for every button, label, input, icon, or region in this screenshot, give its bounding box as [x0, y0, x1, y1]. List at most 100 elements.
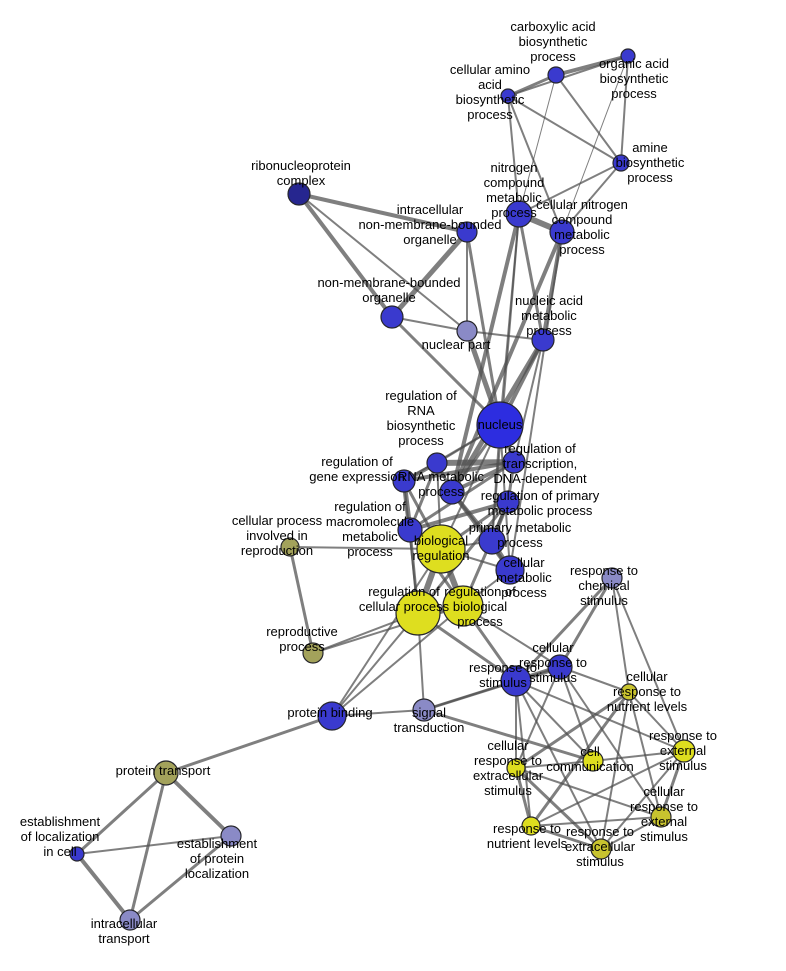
edge-cell_resp_nutrient--resp_nutrient	[529, 690, 631, 828]
edge-resp_extracell--cell_resp_external	[600, 816, 662, 850]
node-resp_external[interactable]	[672, 739, 696, 763]
node-cell_proc_repro[interactable]	[280, 537, 300, 557]
node-resp_stimulus[interactable]	[500, 665, 532, 697]
edge-resp_chemical--resp_external	[611, 577, 685, 752]
edge-ribonucleo--intra_nmb	[297, 192, 469, 234]
node-nmb_organelle[interactable]	[380, 305, 404, 329]
node-protein_binding[interactable]	[317, 701, 347, 731]
edge-protein_transport--est_protein_local	[164, 771, 233, 838]
node-cell_resp_extracell[interactable]	[506, 758, 526, 778]
node-cell_resp_nutrient[interactable]	[620, 683, 638, 701]
node-reg_gene[interactable]	[392, 469, 416, 493]
node-reg_rna_bio[interactable]	[426, 452, 448, 474]
edge-amine--cell_nitrogen	[561, 162, 622, 233]
edge-cell_nitrogen--cell_metabolic	[509, 231, 563, 571]
node-nucleus[interactable]	[476, 401, 524, 449]
edge-est_local_cell--intracell_transport	[75, 852, 132, 922]
node-reg_primary[interactable]	[496, 490, 520, 514]
node-reg_transcription[interactable]	[502, 450, 526, 474]
edge-cell_proc_repro--reproductive	[288, 545, 315, 655]
edge-cell_resp_extracell--cell_comm	[515, 760, 594, 769]
edge-reg_primary--reg_macromol	[408, 500, 510, 532]
node-bio_regulation[interactable]	[416, 524, 466, 574]
node-est_protein_local[interactable]	[220, 825, 242, 847]
node-protein_transport[interactable]	[153, 760, 179, 786]
node-cell_resp_stimulus[interactable]	[547, 654, 573, 680]
node-intracell_transport[interactable]	[119, 909, 141, 931]
node-signal_transduction[interactable]	[412, 698, 436, 722]
edge-carboxylic--amine	[555, 74, 622, 164]
node-amine[interactable]	[612, 154, 630, 172]
node-cell_metabolic[interactable]	[495, 555, 525, 585]
edge-cell_resp_extracell--cell_resp_external	[515, 767, 662, 818]
node-cell_amino[interactable]	[500, 88, 516, 104]
node-nitrogen[interactable]	[505, 200, 533, 228]
node-resp_chemical[interactable]	[601, 567, 623, 589]
node-cell_comm[interactable]	[582, 750, 604, 772]
edge-cell_resp_stimulus--cell_resp_extracell	[515, 666, 561, 769]
edge-resp_stimulus--resp_nutrient	[515, 680, 532, 827]
node-organic[interactable]	[620, 48, 636, 64]
node-carboxylic[interactable]	[547, 66, 565, 84]
edge-cell_resp_nutrient--resp_extracell	[600, 691, 630, 850]
edge-nmb_organelle--nucleus	[390, 315, 502, 427]
edge-amine--nitrogen	[518, 162, 622, 215]
node-nuclear_part[interactable]	[456, 320, 478, 342]
node-reg_macromol[interactable]	[397, 517, 423, 543]
node-cell_resp_external[interactable]	[650, 806, 672, 828]
edge-cell_resp_stimulus--resp_chemical	[558, 576, 614, 669]
node-resp_extracell[interactable]	[590, 838, 612, 860]
node-ribonucleo[interactable]	[287, 182, 311, 206]
node-est_local_cell[interactable]	[69, 846, 85, 862]
edge-resp_external--resp_extracell	[600, 750, 685, 850]
node-resp_nutrient[interactable]	[521, 816, 541, 836]
node-rna_metabolic[interactable]	[439, 479, 465, 505]
edge-cell_amino--nitrogen	[507, 95, 520, 215]
node-nucleic[interactable]	[531, 328, 555, 352]
edge-bio_regulation--protein_binding	[331, 548, 442, 717]
edge-nucleic--nuclear_part	[466, 330, 544, 341]
edge-cell_resp_extracell--resp_nutrient	[514, 766, 533, 828]
node-cell_nitrogen[interactable]	[549, 219, 575, 245]
edge-organic--cell_nitrogen	[561, 55, 629, 233]
edge-reg_rna_bio--reg_transcription	[434, 459, 517, 466]
node-label-protein_binding: protein binding	[287, 705, 372, 720]
edge-protein_binding--protein_transport	[164, 714, 334, 775]
edge-carboxylic--nitrogen	[518, 74, 557, 215]
edge-signal_transduction--cell_resp_stimulus	[423, 666, 561, 711]
edge-est_local_cell--est_protein_local	[76, 835, 232, 855]
node-label-nuclear_part: nuclear part	[422, 337, 491, 352]
edge-cell_resp_extracell--resp_extracell	[514, 766, 603, 851]
node-reg_cellular[interactable]	[395, 590, 441, 636]
node-primary_metabolic[interactable]	[478, 527, 506, 555]
edge-layer	[75, 54, 686, 922]
node-reproductive[interactable]	[302, 642, 324, 664]
node-intra_nmb[interactable]	[456, 221, 478, 243]
edge-reg_biological--protein_binding	[331, 605, 464, 717]
node-reg_biological[interactable]	[442, 585, 484, 627]
edge-organic--amine	[620, 55, 629, 164]
edge-cell_resp_stimulus--cell_comm	[559, 666, 594, 762]
edge-cell_resp_stimulus--cell_resp_external	[559, 666, 662, 818]
